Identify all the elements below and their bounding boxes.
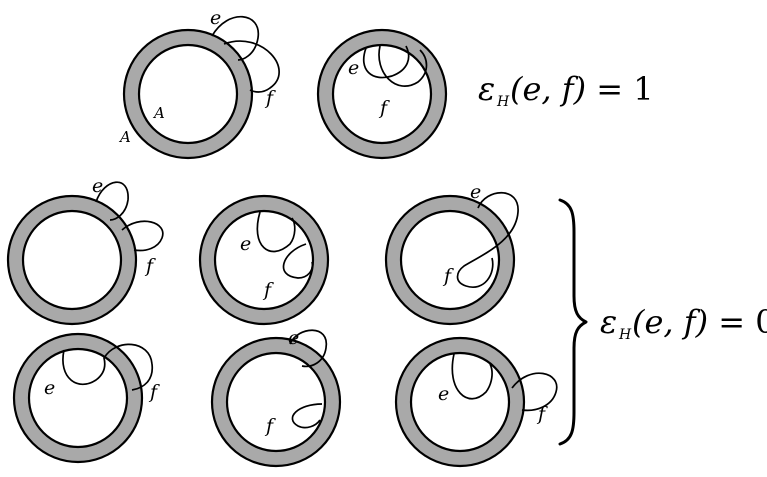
loop-f (378, 45, 428, 87)
label-f: f (378, 97, 390, 119)
loop-e (451, 353, 493, 400)
formula-args: (e, f) (510, 70, 586, 108)
annulus-inner (225, 351, 327, 453)
label-f: f (144, 255, 156, 277)
formula-subscript: H (618, 327, 632, 343)
label-f: f (536, 403, 548, 425)
annulus-grid-1: e f (6, 175, 164, 326)
loop-e-f (62, 343, 154, 391)
label-f: f (262, 279, 274, 301)
annulus-top-2: e f (316, 28, 448, 160)
annulus-inner (21, 209, 123, 311)
label-A-inner: A (152, 104, 165, 122)
formula-equals: = (586, 70, 633, 108)
annulus-inner (399, 209, 501, 311)
annulus-grid-6: e f (394, 336, 558, 468)
label-e: e (44, 377, 55, 399)
annulus-grid-4: e f (12, 332, 160, 464)
label-e: e (348, 57, 359, 79)
label-f: f (264, 415, 276, 437)
label-f: f (264, 87, 276, 109)
label-e: e (288, 327, 299, 349)
annulus-inner (213, 209, 315, 311)
label-e: e (210, 7, 221, 29)
loop-f (291, 403, 323, 429)
annulus-inner (331, 43, 433, 145)
svg-text:(e, f) = 1: (e, f) = 1 (510, 70, 654, 108)
annulus-grid-2: e f (198, 194, 330, 326)
loop-f (511, 372, 558, 412)
annulus-grid-3: e f (384, 181, 519, 326)
loop-e-f (456, 191, 519, 289)
formula-bottom: ε H (e, f) = 0 (600, 303, 767, 343)
label-e: e (438, 383, 449, 405)
annulus-top-1: e f A A (118, 7, 280, 160)
formula-subscript: H (496, 94, 510, 110)
loop-e (363, 45, 410, 79)
loop-e (256, 211, 296, 253)
label-A-outer: A (118, 128, 131, 146)
loop-e (95, 181, 129, 221)
label-f: f (442, 265, 454, 287)
formula-value: 0 (755, 303, 767, 341)
annulus-inner (137, 43, 239, 145)
label-e: e (470, 181, 481, 203)
formula-symbol: ε (600, 303, 617, 341)
right-brace (558, 198, 588, 446)
formula-args: (e, f) (632, 303, 708, 341)
loop-f (282, 243, 314, 279)
svg-text:(e, f) = 0: (e, f) = 0 (632, 303, 767, 341)
label-e: e (240, 233, 251, 255)
formula-symbol: ε (478, 70, 495, 108)
formula-value: 1 (633, 70, 653, 108)
annulus-grid-5: e f (210, 327, 342, 468)
svg-text:ε: ε (478, 70, 495, 108)
loop-f (223, 40, 280, 93)
loop-f (121, 220, 164, 252)
loop-e (211, 15, 259, 61)
formula-equals: = (708, 303, 755, 341)
label-e: e (92, 175, 103, 197)
loop-e (289, 329, 327, 368)
formula-top: ε H (e, f) = 1 (478, 70, 654, 110)
svg-text:ε: ε (600, 303, 617, 341)
label-f: f (148, 381, 160, 403)
annulus-inner (409, 351, 511, 453)
